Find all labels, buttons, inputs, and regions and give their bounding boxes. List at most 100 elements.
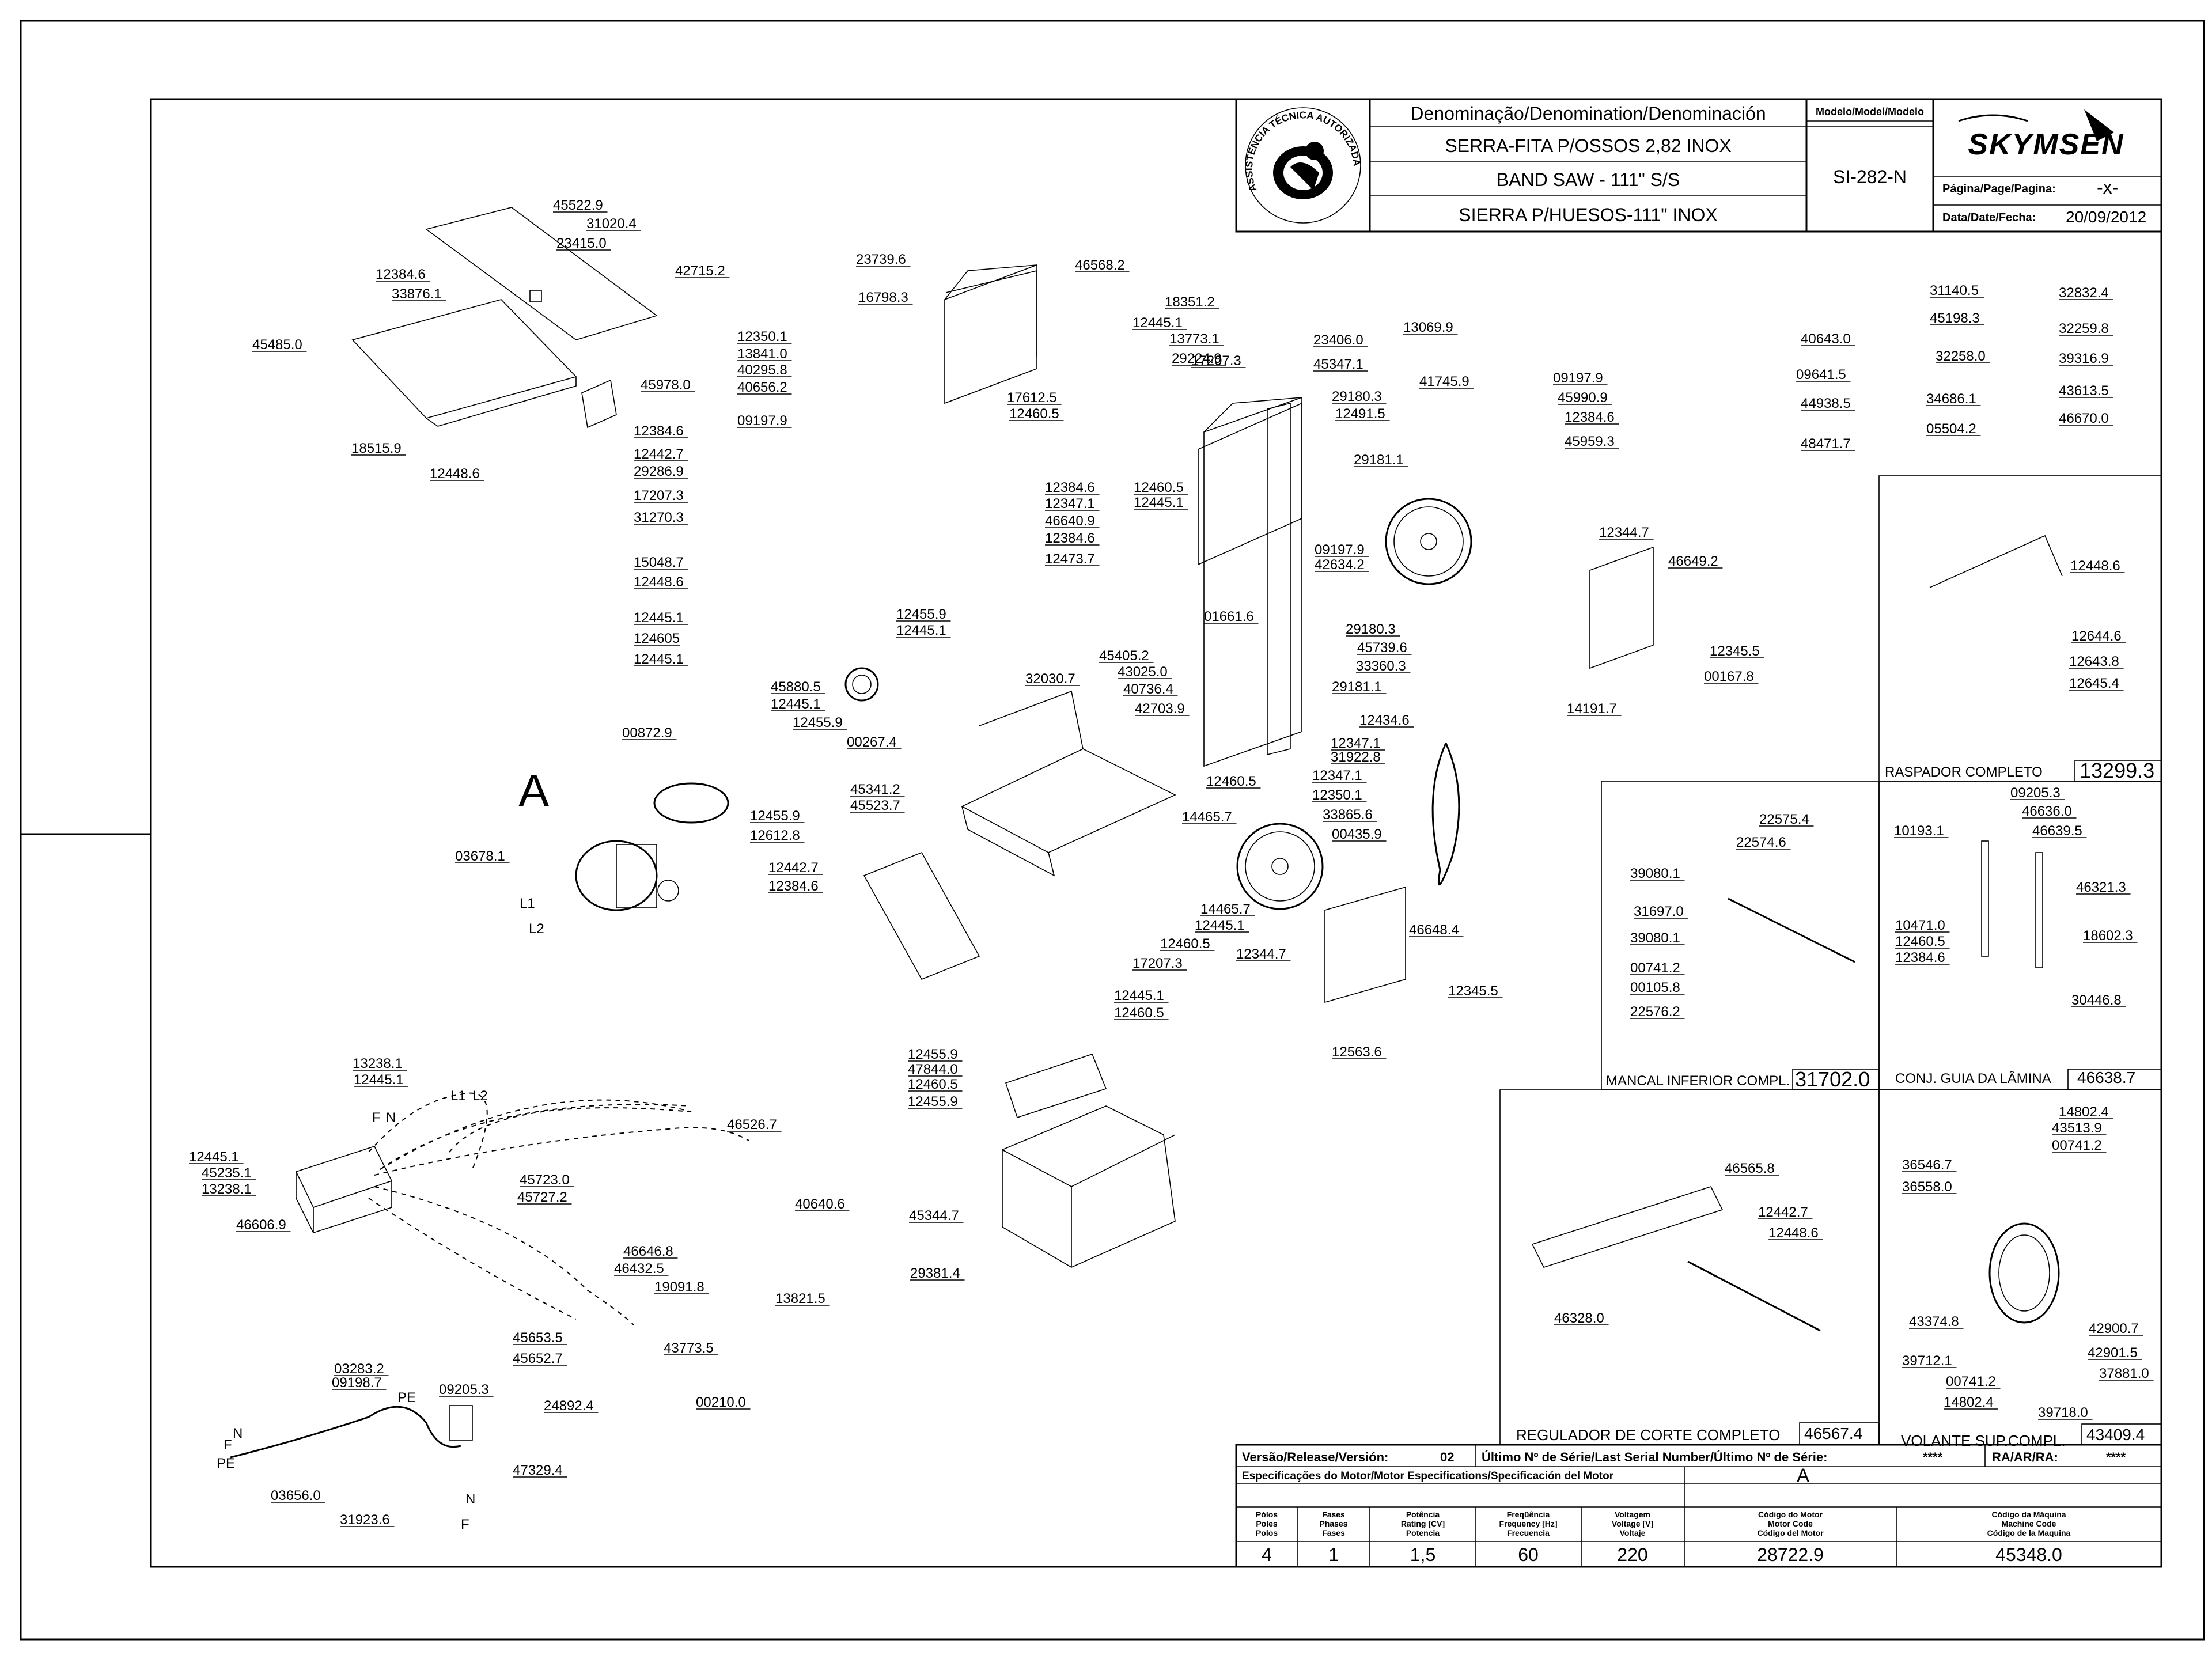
motor-spec-value: 60 xyxy=(1518,1544,1539,1565)
part-number-label: 09197.9 xyxy=(1315,542,1365,558)
part-number-label: 22576.2 xyxy=(1630,1004,1680,1020)
part-number-label: 14802.4 xyxy=(1944,1395,1994,1410)
part-number-label: 43374.8 xyxy=(1909,1314,1959,1330)
part-number-label: 43613.5 xyxy=(2059,383,2109,399)
part-number-label: 12460.5 xyxy=(1160,936,1210,952)
part-number-label: 46606.9 xyxy=(236,1217,286,1233)
motor-spec-header: Frequency [Hz] xyxy=(1499,1519,1557,1528)
part-number-label: 14191.7 xyxy=(1567,701,1617,717)
part-number-label: 03283.2 xyxy=(334,1361,384,1377)
label-l1: L1 xyxy=(520,896,535,911)
denomination-header: Denominação/Denomination/Denominación xyxy=(1410,103,1766,124)
motor-spec-header: Voltage [V] xyxy=(1612,1519,1653,1528)
part-number-label: 12384.6 xyxy=(634,423,684,439)
part-number-label: 33876.1 xyxy=(392,286,442,302)
part-number-label: 45235.1 xyxy=(202,1165,252,1181)
part-number-label: 12384.6 xyxy=(1565,410,1615,425)
part-number-label: 17612.5 xyxy=(1007,390,1057,406)
part-number-label: 45405.2 xyxy=(1099,648,1149,664)
part-number-label: 46646.8 xyxy=(623,1244,673,1259)
part-number-label: 22575.4 xyxy=(1759,812,1809,827)
plug-f: F xyxy=(224,1437,232,1453)
motor-spec-label: Especificações do Motor/Motor Especifica… xyxy=(1242,1470,1614,1482)
part-number-label: 12384.6 xyxy=(1895,950,1945,965)
assembly-boxes xyxy=(1499,475,2162,1445)
part-number-label: 12448.6 xyxy=(1768,1225,1819,1241)
part-number-label: 31922.8 xyxy=(1331,749,1381,765)
wire-l1: L1 xyxy=(450,1088,466,1104)
part-number-label: 41745.9 xyxy=(1419,374,1469,389)
part-number-label: 46639.5 xyxy=(2032,823,2082,839)
part-number-label: 45652.7 xyxy=(513,1351,563,1366)
part-number-label: 12442.7 xyxy=(768,860,819,876)
part-number-label: 12384.6 xyxy=(376,267,426,282)
part-number-label: 12460.5 xyxy=(1134,480,1184,495)
motor-spec-header: Potência xyxy=(1406,1510,1440,1519)
part-number-label: 33360.3 xyxy=(1356,658,1406,674)
part-number-label: 44938.5 xyxy=(1801,396,1851,411)
part-number-label: 45198.3 xyxy=(1930,310,1980,326)
part-number-label: 12644.6 xyxy=(2071,628,2122,644)
cable-pe: PE xyxy=(397,1390,416,1406)
part-number-label: 31697.0 xyxy=(1634,904,1684,919)
part-number-label: 12347.1 xyxy=(1331,736,1381,751)
part-number-label: 14465.7 xyxy=(1182,809,1232,825)
part-number-label: 12350.1 xyxy=(1312,787,1362,803)
part-number-label: 13069.9 xyxy=(1403,320,1453,335)
part-number-label: 40736.4 xyxy=(1123,681,1173,697)
part-number-label: 45959.3 xyxy=(1565,434,1615,449)
label-l2: L2 xyxy=(529,921,544,937)
part-number-label: 00267.4 xyxy=(847,734,897,750)
machine-name-es: SIERRA P/HUESOS-111" INOX xyxy=(1459,204,1717,225)
serial-value: **** xyxy=(1923,1450,1943,1464)
part-number-label: 31020.4 xyxy=(586,216,637,232)
part-number-label: 12445.1 xyxy=(1134,495,1184,510)
part-number-label: 124605 xyxy=(634,631,680,646)
part-number-label: 36558.0 xyxy=(1902,1179,1952,1195)
part-number-label: 32832.4 xyxy=(2059,285,2109,301)
motor-spec-header: Fases xyxy=(1322,1528,1345,1537)
part-number-label: 45522.9 xyxy=(553,198,603,213)
part-number-label: 33865.6 xyxy=(1323,807,1373,823)
part-number-label: 12455.9 xyxy=(908,1047,958,1062)
part-number-label: 47329.4 xyxy=(513,1463,563,1478)
part-number-label: 45653.5 xyxy=(513,1330,563,1346)
part-number-label: 46526.7 xyxy=(727,1117,777,1132)
part-number-label: 12455.9 xyxy=(793,715,843,730)
part-number-label: 13841.0 xyxy=(737,346,787,362)
part-number-label: 00872.9 xyxy=(622,725,672,741)
motor-letter: A xyxy=(1797,1465,1809,1486)
skymsen-logo: SKYMSEN xyxy=(1958,109,2123,161)
part-number-label: 45990.9 xyxy=(1558,390,1608,406)
motor-spec-header: Pólos xyxy=(1256,1510,1278,1519)
part-number-label: 12455.9 xyxy=(908,1094,958,1109)
part-number-label: 09198.7 xyxy=(332,1375,382,1391)
assembly-regulator-label: REGULADOR DE CORTE COMPLETO xyxy=(1516,1426,1780,1444)
assembly-upper-wheel-code: 43409.4 xyxy=(2086,1426,2145,1444)
part-number-label: 12445.1 xyxy=(771,696,821,712)
machine-line-art xyxy=(230,207,2063,1459)
part-number-label: 12455.9 xyxy=(750,808,800,824)
part-number-label: 17207.3 xyxy=(634,488,684,503)
wire-l2: L2 xyxy=(472,1088,488,1104)
part-number-label: 45727.2 xyxy=(517,1190,567,1205)
part-number-label: 34686.1 xyxy=(1926,391,1976,407)
authorized-service-seal: ASSISTÊNCIA TÉCNICA AUTORIZADA xyxy=(1244,107,1362,224)
part-number-label: 46670.0 xyxy=(2059,411,2109,426)
part-number-label: 12434.6 xyxy=(1359,713,1410,728)
motor-spec-value: 4 xyxy=(1262,1544,1272,1565)
motor-spec-value: 28722.9 xyxy=(1757,1544,1824,1565)
part-number-label: 23406.0 xyxy=(1313,332,1363,348)
part-number-label: 29181.1 xyxy=(1354,452,1404,468)
outlet-f: F xyxy=(461,1517,469,1532)
part-number-label: 12455.9 xyxy=(896,607,946,622)
part-number-label: 45347.1 xyxy=(1313,357,1363,372)
part-number-label: 00167.8 xyxy=(1704,669,1754,684)
motor-spec-header: Potencia xyxy=(1406,1528,1440,1537)
model-value: SI-282-N xyxy=(1833,166,1907,187)
part-number-label: 18602.3 xyxy=(2083,928,2133,944)
wire-f: F xyxy=(372,1110,381,1126)
part-number-label: 12448.6 xyxy=(2070,558,2120,574)
part-number-label: 03678.1 xyxy=(455,849,505,864)
plug-n: N xyxy=(233,1426,243,1441)
